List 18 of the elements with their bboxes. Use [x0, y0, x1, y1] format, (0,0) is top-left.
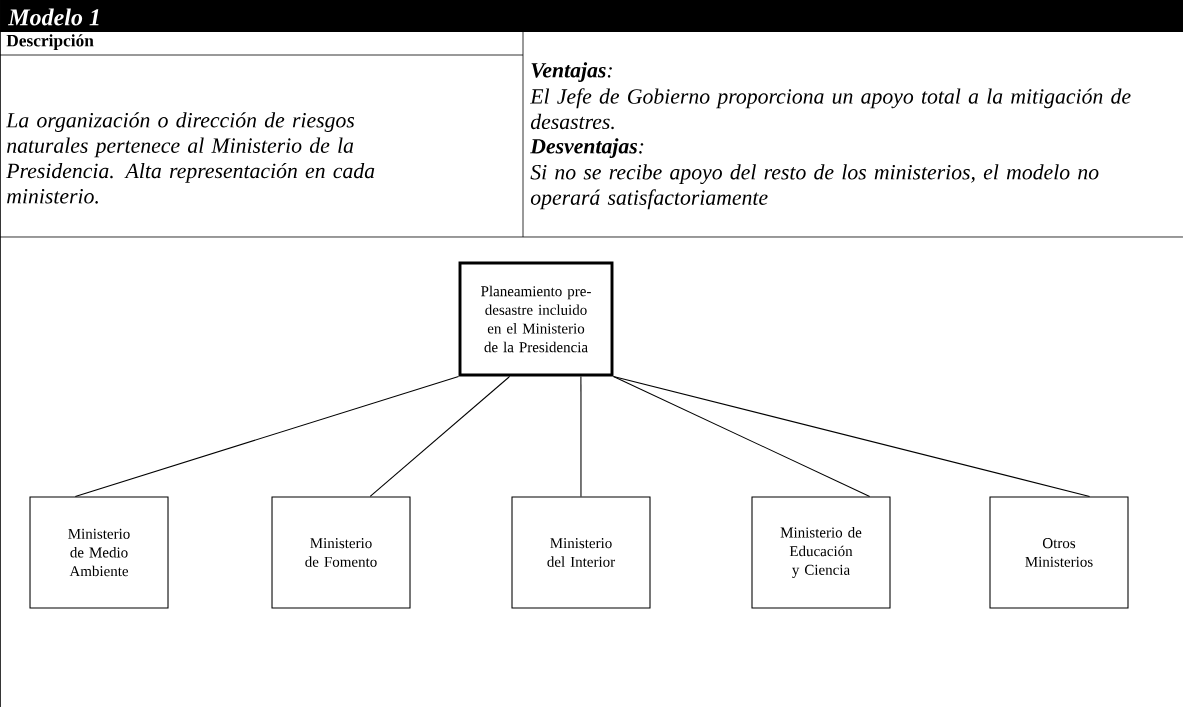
cell-text: La organización o dirección de riesgos naturales pertenece al Ministerio de la Presidencia. Alta representación en cada ministerio. — [6, 112, 375, 204]
connector-line — [612, 375, 1091, 497]
cell-text: Ventajas: — [531, 62, 612, 82]
connector-line — [580, 375, 582, 497]
connector-line — [612, 375, 871, 497]
process-box: Ministerio de Educación y Ciencia — [751, 496, 891, 609]
connector-line — [369, 375, 511, 497]
process-box: Planeamiento pre-desastre incluido en el Ministerio de la Presidencia — [458, 261, 614, 377]
process-box: Otros Ministerios — [989, 496, 1129, 609]
process-box: Ministerio de Medio Ambiente — [29, 496, 169, 609]
column-heading: Descripción — [6, 34, 94, 50]
title: Modelo 1 — [7, 8, 99, 26]
cell-text: Desventajas: — [530, 138, 644, 158]
cell-text: Si no se recibe apoyo del resto de los ministerios, el modelo no operará satisfactoriamente — [530, 164, 1099, 210]
connector-line — [74, 375, 460, 497]
cell-text: El Jefe de Gobierno proporciona un apoyo total a la mitigación de desastres. — [530, 88, 1131, 130]
process-box: Ministerio del Interior — [511, 496, 651, 609]
process-box: Ministerio de Fomento — [271, 496, 411, 609]
